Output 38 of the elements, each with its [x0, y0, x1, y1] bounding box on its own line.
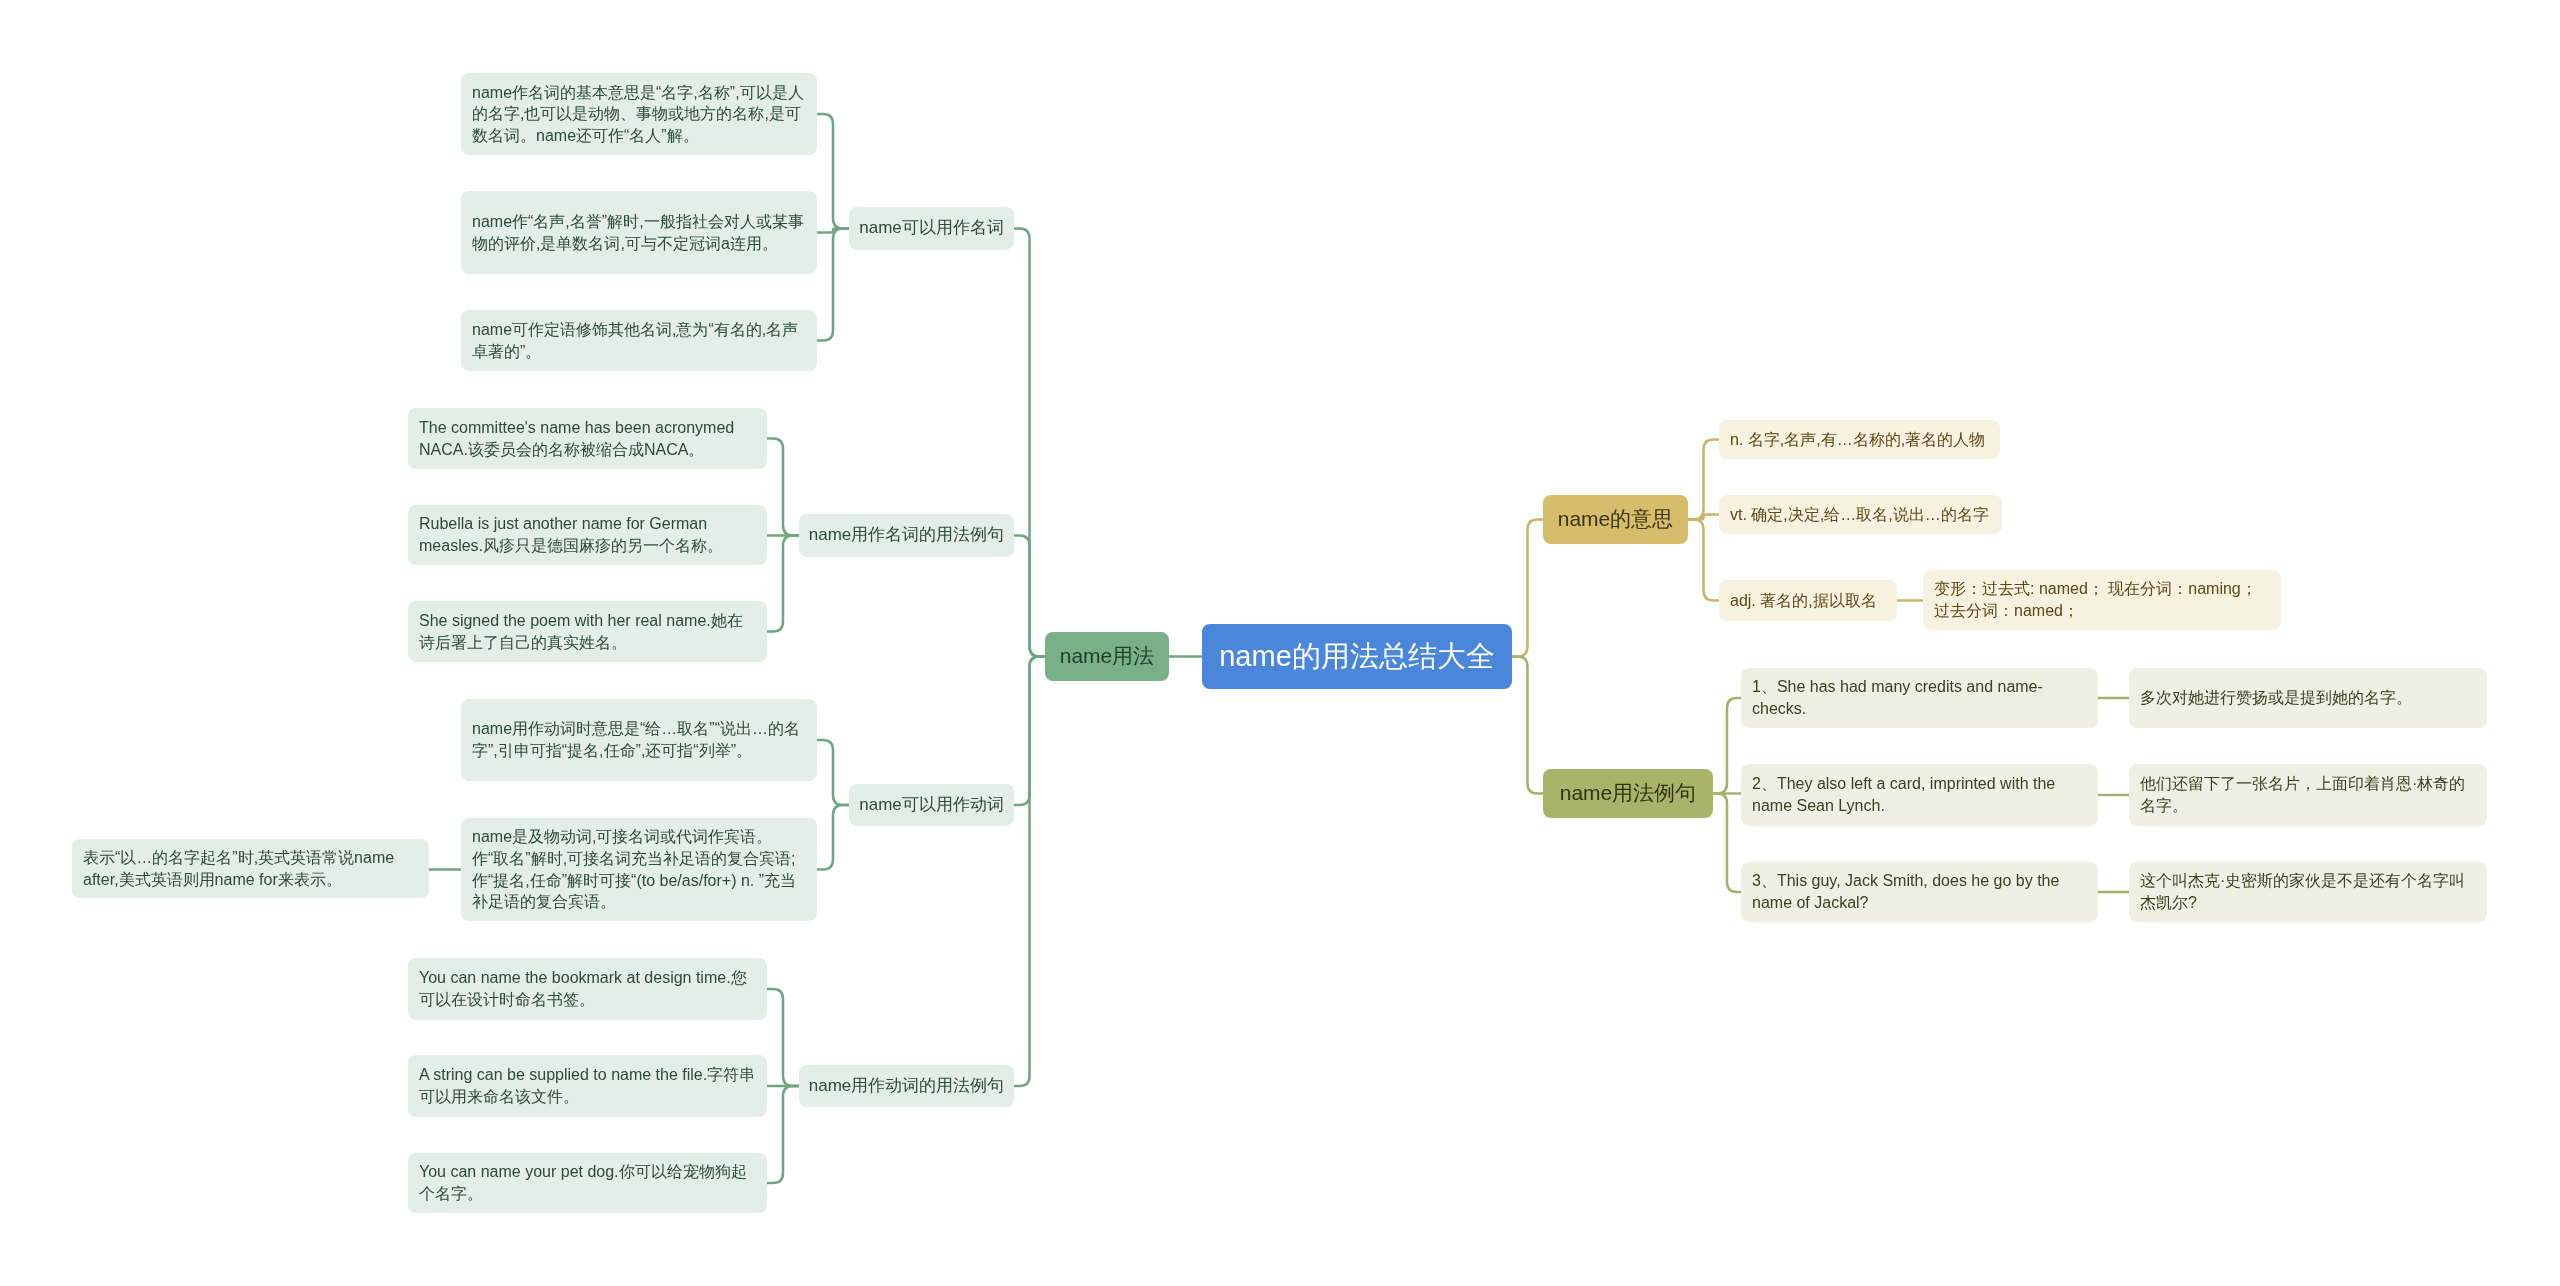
connector-line — [429, 868, 461, 871]
subtopic-box: name用作名词的用法例句 — [799, 514, 1014, 557]
note-box: 变形：过去式: named； 现在分词：naming；过去分词：named； — [1923, 570, 2281, 630]
connector-line — [2098, 696, 2129, 700]
note-box: 1、She has had many credits and name-checks. — [1741, 668, 2098, 728]
note-box: A string can be supplied to name the file.字符串可以用来命名该文件。 — [408, 1055, 767, 1117]
note-box: name用作动词时意思是“给…取名”“说出…的名字”,引申可指“提名,任命”,还可指“列举”。 — [461, 699, 817, 781]
note-box: 多次对她进行赞扬或是提到她的名字。 — [2129, 668, 2487, 728]
note-box: Rubella is just another name for German measles.风疹只是德国麻疹的另一个名称。 — [408, 505, 767, 565]
note-box: adj. 著名的,据以取名 — [1719, 580, 1897, 621]
note-box: 表示“以…的名字起名”时,英式英语常说name after,美式英语则用name for来表示。 — [72, 839, 429, 898]
note-box: She signed the poem with her real name.她在诗后署上了自己的真实姓名。 — [408, 601, 767, 662]
note-box: name作“名声,名誉”解时,一般指社会对人或某事物的评价,是单数名词,可与不定冠词a连用。 — [461, 191, 817, 274]
note-box: name可作定语修饰其他名词,意为“有名的,名声卓著的”。 — [461, 310, 817, 371]
branch-topic: name的意思 — [1543, 495, 1688, 544]
subtopic-box: name用作动词的用法例句 — [799, 1065, 1014, 1107]
connector-line — [2098, 793, 2129, 797]
branch-topic: name用法例句 — [1543, 769, 1713, 818]
connector-line — [1713, 792, 1741, 894]
note-box: name是及物动词,可接名词或代词作宾语。作“取名”解时,可接名词充当补足语的复合宾语; 作“提名,任命”解时可接“(to be/as/for+) n. ”充当补足语的复合宾语。 — [461, 818, 817, 921]
subtopic-box: name可以用作名词 — [849, 207, 1014, 250]
note-box: You can name your pet dog.你可以给宠物狗起个名字。 — [408, 1153, 767, 1213]
connector-line — [1169, 655, 1202, 658]
central-topic: name的用法总结大全 — [1202, 624, 1512, 689]
note-box: You can name the bookmark at design time.您可以在设计时命名书签。 — [408, 958, 767, 1020]
connector-line — [1014, 655, 1045, 1088]
note-box: The committee's name has been acronymed NACA.该委员会的名称被缩合成NACA。 — [408, 408, 767, 469]
note-box: n. 名字,名声,有…名称的,著名的人物 — [1719, 420, 2000, 459]
note-box: 他们还留下了一张名片，上面印着肖恩·林奇的名字。 — [2129, 764, 2487, 826]
note-box: 3、This guy, Jack Smith, does he go by the name of Jackal? — [1741, 862, 2098, 922]
connector-line — [1897, 599, 1923, 602]
note-box: vt. 确定,决定,给…取名,说出…的名字 — [1719, 495, 2002, 534]
branch-topic: name用法 — [1045, 632, 1169, 681]
note-box: 2、They also left a card, imprinted with the name Sean Lynch. — [1741, 764, 2098, 826]
connector-line — [2098, 890, 2129, 894]
note-box: name作名词的基本意思是“名字,名称”,可以是人的名字,也可以是动物、事物或地方的名称,是可数名词。name还可作“名人”解。 — [461, 73, 817, 155]
note-box: 这个叫杰克·史密斯的家伙是不是还有个名字叫杰凯尔? — [2129, 862, 2487, 922]
subtopic-box: name可以用作动词 — [849, 784, 1014, 826]
